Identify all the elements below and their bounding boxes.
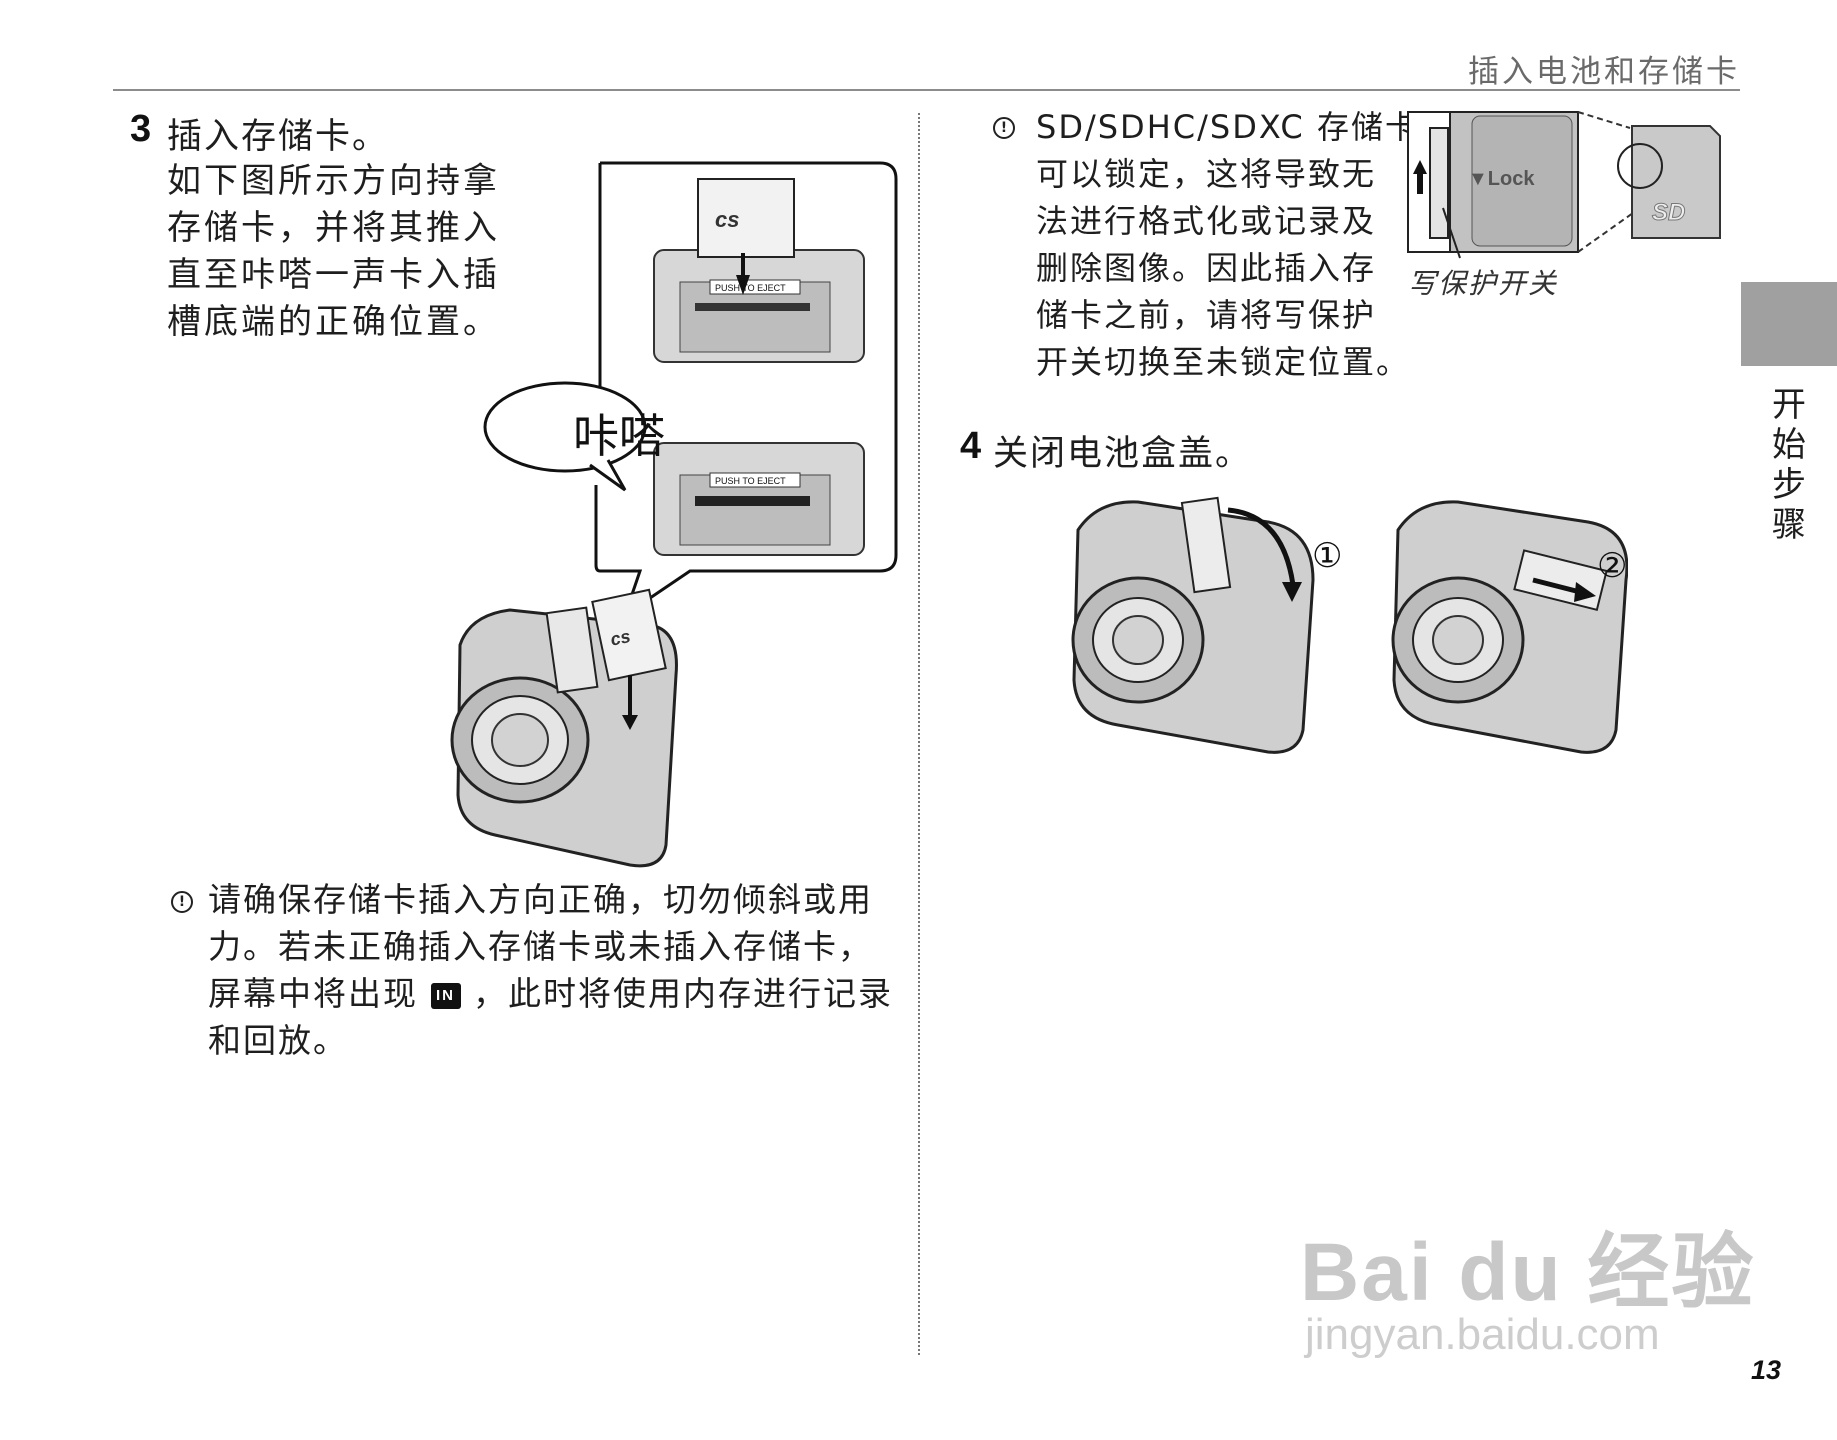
sd-logo: SD <box>1652 199 1685 226</box>
step-3-number: 3 <box>130 108 152 150</box>
card-insertion-illustration: PUSH TO EJECT cs PUSH TO EJECT cs <box>450 161 898 868</box>
page-number: 13 <box>1750 1355 1781 1385</box>
step-3-instructions: 如下图所示方向持拿 存储卡，并将其推入 直至咔嗒一声卡入插 槽底端的正确位置。 <box>167 158 500 346</box>
note-line: 请确保存储卡插入方向正确，切勿倾斜或用 <box>208 880 873 919</box>
note-line: 储卡之前，请将写保护 <box>1036 296 1377 334</box>
svg-text:cs: cs <box>609 626 633 650</box>
watermark-logo: Bai du 经验 <box>1300 1227 1756 1318</box>
caution-icon: ! <box>171 891 193 913</box>
watermark-url: jingyan.baidu.com <box>1305 1310 1660 1359</box>
note-line: 法进行格式化或记录及 <box>1036 202 1377 240</box>
click-sound-label: 咔嗒 <box>573 409 665 463</box>
svg-text:PUSH TO EJECT: PUSH TO EJECT <box>715 476 786 486</box>
internal-memory-icon: IN <box>430 982 461 1009</box>
step-label-2: ② <box>1597 546 1628 586</box>
write-protect-illustration: SD <box>1407 111 1721 259</box>
lock-label: ▼Lock <box>1468 168 1535 190</box>
step-label-1: ① <box>1312 536 1343 576</box>
note-line: 删除图像。因此插入存 <box>1036 249 1377 287</box>
click-speech-bubble <box>483 381 647 473</box>
note-line: 力。若未正确插入存储卡或未插入存储卡， <box>208 927 873 966</box>
sd-card-top <box>697 178 795 258</box>
step-4-title: 关闭电池盒盖。 <box>993 434 1253 474</box>
step-3-line: 直至咔嗒一声卡入插 <box>167 255 500 295</box>
up-arrow-icon <box>1413 160 1427 174</box>
note-line: 可以锁定，这将导致无 <box>1036 155 1377 193</box>
step-3-line: 如下图所示方向持拿 <box>167 161 500 201</box>
step-3-note: 请确保存储卡插入方向正确，切勿倾斜或用 力。若未正确插入存储卡或未插入存储卡， … <box>208 876 893 1064</box>
svg-text:cs: cs <box>715 207 739 232</box>
note-line: 和回放。 <box>208 1021 348 1060</box>
step-3-line: 存储卡，并将其推入 <box>167 208 500 248</box>
sd-card-small <box>1631 125 1721 239</box>
write-protect-switch <box>1429 127 1449 239</box>
note-line: 屏幕中将出现 IN ，此时将使用内存进行记录 <box>208 974 893 1013</box>
push-to-eject-label: PUSH TO EJECT <box>715 283 786 293</box>
section-header-title: 插入电池和存储卡 <box>1468 54 1740 90</box>
sd-lock-note: SD/SDHC/SDXC 存储卡 可以锁定，这将导致无 法进行格式化或记录及 删… <box>1036 104 1419 386</box>
step-3-title: 插入存储卡。 <box>167 117 390 157</box>
note-line: SD/SDHC/SDXC 存储卡 <box>1036 108 1419 146</box>
step-4-number: 4 <box>960 425 982 467</box>
write-protect-caption: 写保护开关 <box>1408 267 1559 300</box>
caution-icon: ! <box>993 117 1015 139</box>
header-divider <box>113 89 1740 91</box>
chapter-label: 开始步骤 <box>1772 385 1806 545</box>
sd-card-inserting <box>591 588 667 682</box>
column-divider <box>918 113 920 1355</box>
step-3-line: 槽底端的正确位置。 <box>167 302 500 342</box>
chapter-tab <box>1741 282 1837 366</box>
close-cover-illustration <box>1071 496 1628 754</box>
battery-cover-open <box>1180 496 1232 594</box>
note-line: 开关切换至未锁定位置。 <box>1036 343 1411 381</box>
